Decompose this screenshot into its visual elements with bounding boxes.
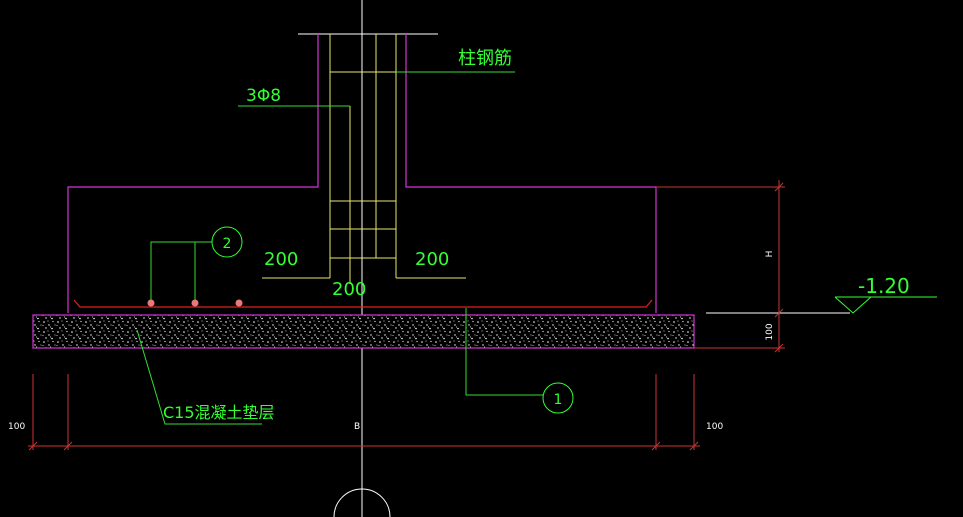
rebar-dot [147,299,155,307]
footing-outline-right [405,34,657,313]
vertical-dimension [656,180,785,353]
callout-2: 2 [211,226,243,258]
dim-100-left-label: 100 [8,422,25,432]
axis-bubble [333,488,391,517]
rebar-dot [235,299,243,307]
callout-1: 1 [542,382,574,414]
callout-2-label: 2 [223,236,232,252]
rebar-dot [191,299,199,307]
bedding-layer [32,314,695,349]
bedding-label: C15混凝土垫层 [163,403,275,422]
column-rebar-cage [262,34,466,284]
dim-left-label: 200 [264,249,298,270]
dim-b-label: B [354,422,360,432]
callout-1-label: 1 [554,392,563,408]
column-rebar-label: 柱钢筋 [458,48,512,69]
dim-h-label: H [765,251,775,258]
dim-100-right-label: 100 [706,422,723,432]
horizontal-dimension [28,374,700,451]
bottom-rebar [73,299,653,308]
elevation-label: -1.20 [858,274,910,298]
footing-outline [67,34,319,313]
leader-lines [136,71,543,425]
dim-right-label: 200 [415,249,449,270]
stirrup-label: 3Φ8 [246,86,281,106]
dim-100-vertical-label: 100 [765,323,775,340]
elevation-marker: -1.20 [706,274,937,314]
dim-bottom-label: 200 [332,279,366,300]
